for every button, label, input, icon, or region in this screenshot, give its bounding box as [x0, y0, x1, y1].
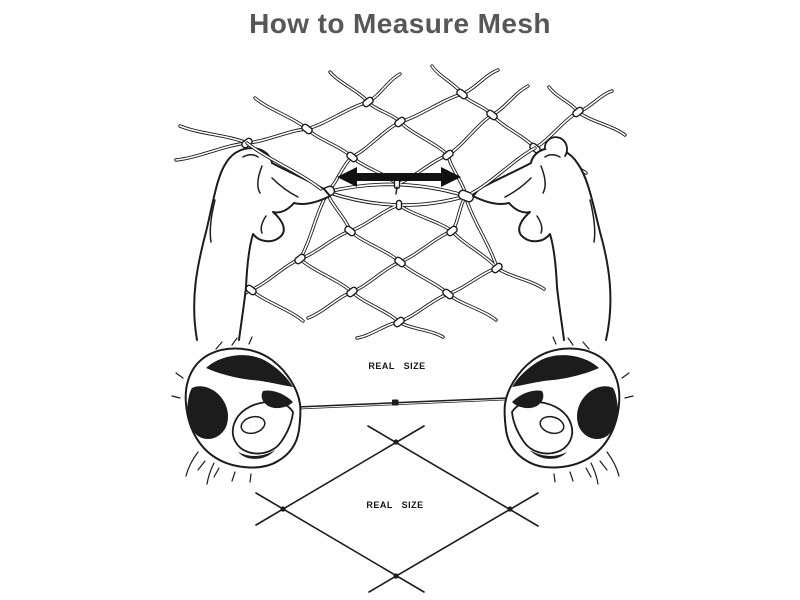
net-strand-core: [548, 86, 579, 113]
right-fist: [503, 336, 634, 485]
net-knot: [346, 286, 358, 298]
net-strand-core: [491, 85, 529, 116]
net-strand-core: [367, 101, 401, 123]
net-strand-core: [351, 291, 400, 323]
stretch-arrow-icon: [337, 167, 461, 187]
diamond-real-size-label: REAL SIZE: [366, 500, 424, 510]
left-fist-hatching: [171, 336, 253, 485]
twine-real-size-label: REAL SIZE: [368, 361, 426, 371]
net-knot: [446, 225, 458, 237]
right-hand-outline: [472, 136, 612, 341]
net-strand-core: [399, 261, 449, 295]
net-strand-over-core: [471, 147, 536, 194]
net-knot: [346, 151, 358, 163]
net-knot: [456, 88, 468, 100]
figure-hands-stretching-mesh: [174, 64, 627, 341]
net-strand-core: [175, 142, 248, 161]
net-strand-core: [496, 267, 545, 290]
knot-tail: [395, 186, 398, 195]
net-knot: [301, 123, 313, 135]
net-strand-over-core: [246, 142, 322, 190]
net-knot: [395, 199, 403, 211]
net-strand-core: [329, 71, 369, 103]
twine-string: [296, 397, 508, 410]
net-strand-core: [461, 69, 499, 95]
net-knot: [394, 256, 406, 268]
net-strand-core: [451, 230, 498, 269]
net-strand-core: [254, 97, 308, 130]
net-knot: [572, 106, 584, 118]
left-thumbnail: [240, 415, 266, 435]
net-knot: [393, 316, 405, 328]
right-thumbnail: [539, 415, 565, 435]
page-title: How to Measure Mesh: [249, 8, 551, 39]
twine-center-knot: [392, 399, 399, 406]
net-strand-core: [351, 121, 401, 158]
net-strand-core: [307, 291, 353, 319]
net-strand-core: [447, 114, 493, 156]
net-knot: [344, 225, 356, 237]
net-strand-core: [398, 321, 444, 338]
net-strand-core: [349, 230, 401, 263]
figure-real-size: [171, 336, 634, 593]
net-strand-core: [179, 125, 248, 144]
net-strand-core: [246, 128, 308, 144]
net-strand-core: [399, 230, 453, 263]
net-strand-core: [398, 204, 453, 232]
net-knot: [394, 116, 406, 128]
net-strand-core: [351, 261, 401, 293]
net-strand-core: [250, 289, 304, 322]
net-knot: [457, 189, 475, 203]
net-strand-core: [367, 73, 401, 103]
net-strand-core: [399, 93, 463, 123]
net-strand-core: [306, 101, 369, 130]
net-strand-core: [398, 293, 449, 323]
mesh-diamond-knots: [280, 439, 513, 579]
net-strand-core: [491, 114, 536, 149]
net-knot: [362, 96, 374, 108]
net-knot: [294, 253, 306, 265]
net-knot: [491, 262, 503, 274]
net-strand-core: [465, 197, 498, 269]
net-strand-core: [447, 267, 498, 295]
net-strand-core: [399, 121, 449, 156]
net-strand-core: [349, 204, 400, 232]
left-fist: [171, 336, 302, 485]
net-strand-core: [306, 128, 353, 158]
net-strand-core: [577, 111, 626, 136]
net-strand-core: [447, 293, 497, 321]
left-hand-outline: [193, 147, 331, 341]
net-knot: [442, 288, 454, 300]
net-strand-core: [250, 258, 301, 291]
net-strand-core: [356, 321, 400, 339]
net-knot: [442, 149, 454, 161]
net-strands-over-hands: [245, 141, 537, 195]
right-fist-hatching: [552, 336, 634, 485]
net-knot: [486, 109, 498, 121]
net-strand-core: [299, 258, 353, 293]
